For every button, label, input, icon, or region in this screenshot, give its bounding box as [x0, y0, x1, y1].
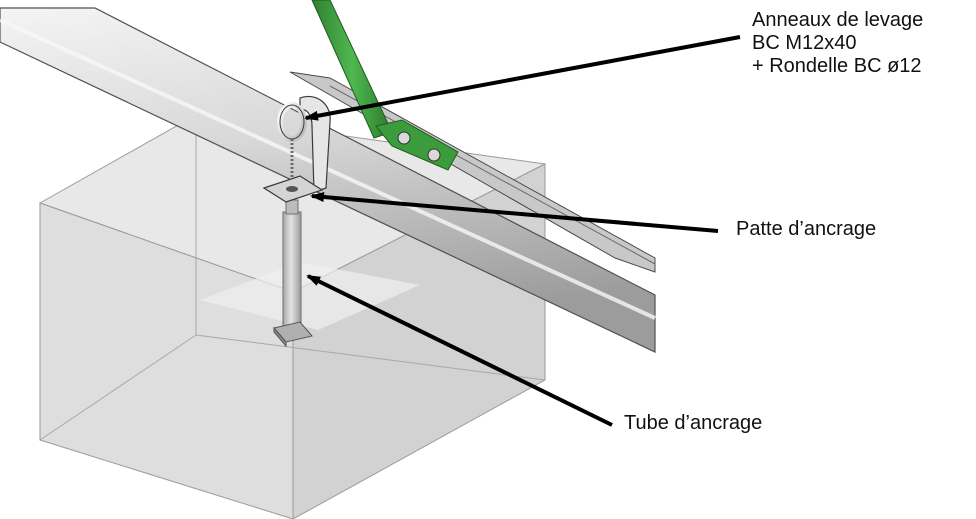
tube-collar [285, 199, 299, 215]
bolt-icon [397, 131, 411, 145]
pipe-clamp [262, 95, 331, 203]
label-anchoring-plate: Patte d’ancrage [736, 218, 877, 240]
arrow-anneaux [304, 35, 741, 121]
block-back-edge-left [39, 334, 197, 441]
tube-base-plate-side [273, 326, 287, 348]
tube-shaft [282, 211, 302, 331]
green-support-arm [311, 0, 459, 171]
arrow-patte [310, 192, 719, 233]
label-lifting-rings-line1: Anneaux de levage [752, 9, 924, 31]
plate-slot [286, 186, 298, 192]
block-left-face [39, 202, 294, 519]
block-back-edge-right [195, 334, 546, 381]
block-inner-patch [200, 262, 420, 330]
label-lifting-rings-line2: BC M12x40 [752, 32, 857, 54]
bolt-icon [427, 148, 441, 162]
label-lifting-rings-line3: + Rondelle BC ø12 [752, 55, 922, 77]
label-lifting-rings: Anneaux de levage BC M12x40 + Rondelle B… [752, 9, 923, 78]
arrow-tube [306, 274, 613, 427]
label-anchoring-tube: Tube d’ancrage [624, 412, 763, 434]
anchoring-tube [273, 199, 313, 348]
